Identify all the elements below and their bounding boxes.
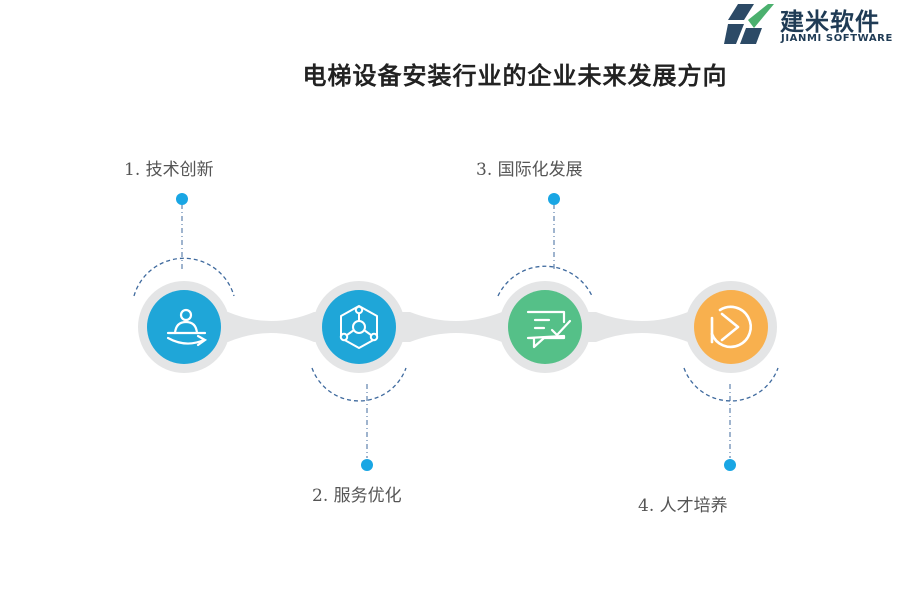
- step-1-node: [133, 193, 235, 373]
- step-2-label: 2. 服务优化: [312, 486, 402, 506]
- step-4-label: 4. 人才培养: [638, 496, 728, 516]
- step-3-node: [497, 193, 593, 373]
- jianmi-logo-icon: [724, 4, 774, 44]
- chat-check-icon: [526, 310, 572, 349]
- page-title: 电梯设备安装行业的企业未来发展方向: [302, 61, 728, 90]
- connector-band: [212, 312, 710, 342]
- circle-arrow-icon: [710, 305, 752, 349]
- person-orbit-icon: [166, 308, 208, 347]
- brand-name-cn: 建米软件: [780, 8, 880, 36]
- step-3-label: 3. 国际化发展: [476, 160, 583, 180]
- step-2-node: [311, 281, 407, 471]
- brand-logo: 建米软件 JIANMI SOFTWARE: [724, 2, 900, 46]
- step-4-node: [683, 281, 779, 471]
- step-1-label: 1. 技术创新: [124, 160, 214, 180]
- hexagon-network-icon: [339, 305, 379, 349]
- brand-name-en: JIANMI SOFTWARE: [781, 33, 893, 44]
